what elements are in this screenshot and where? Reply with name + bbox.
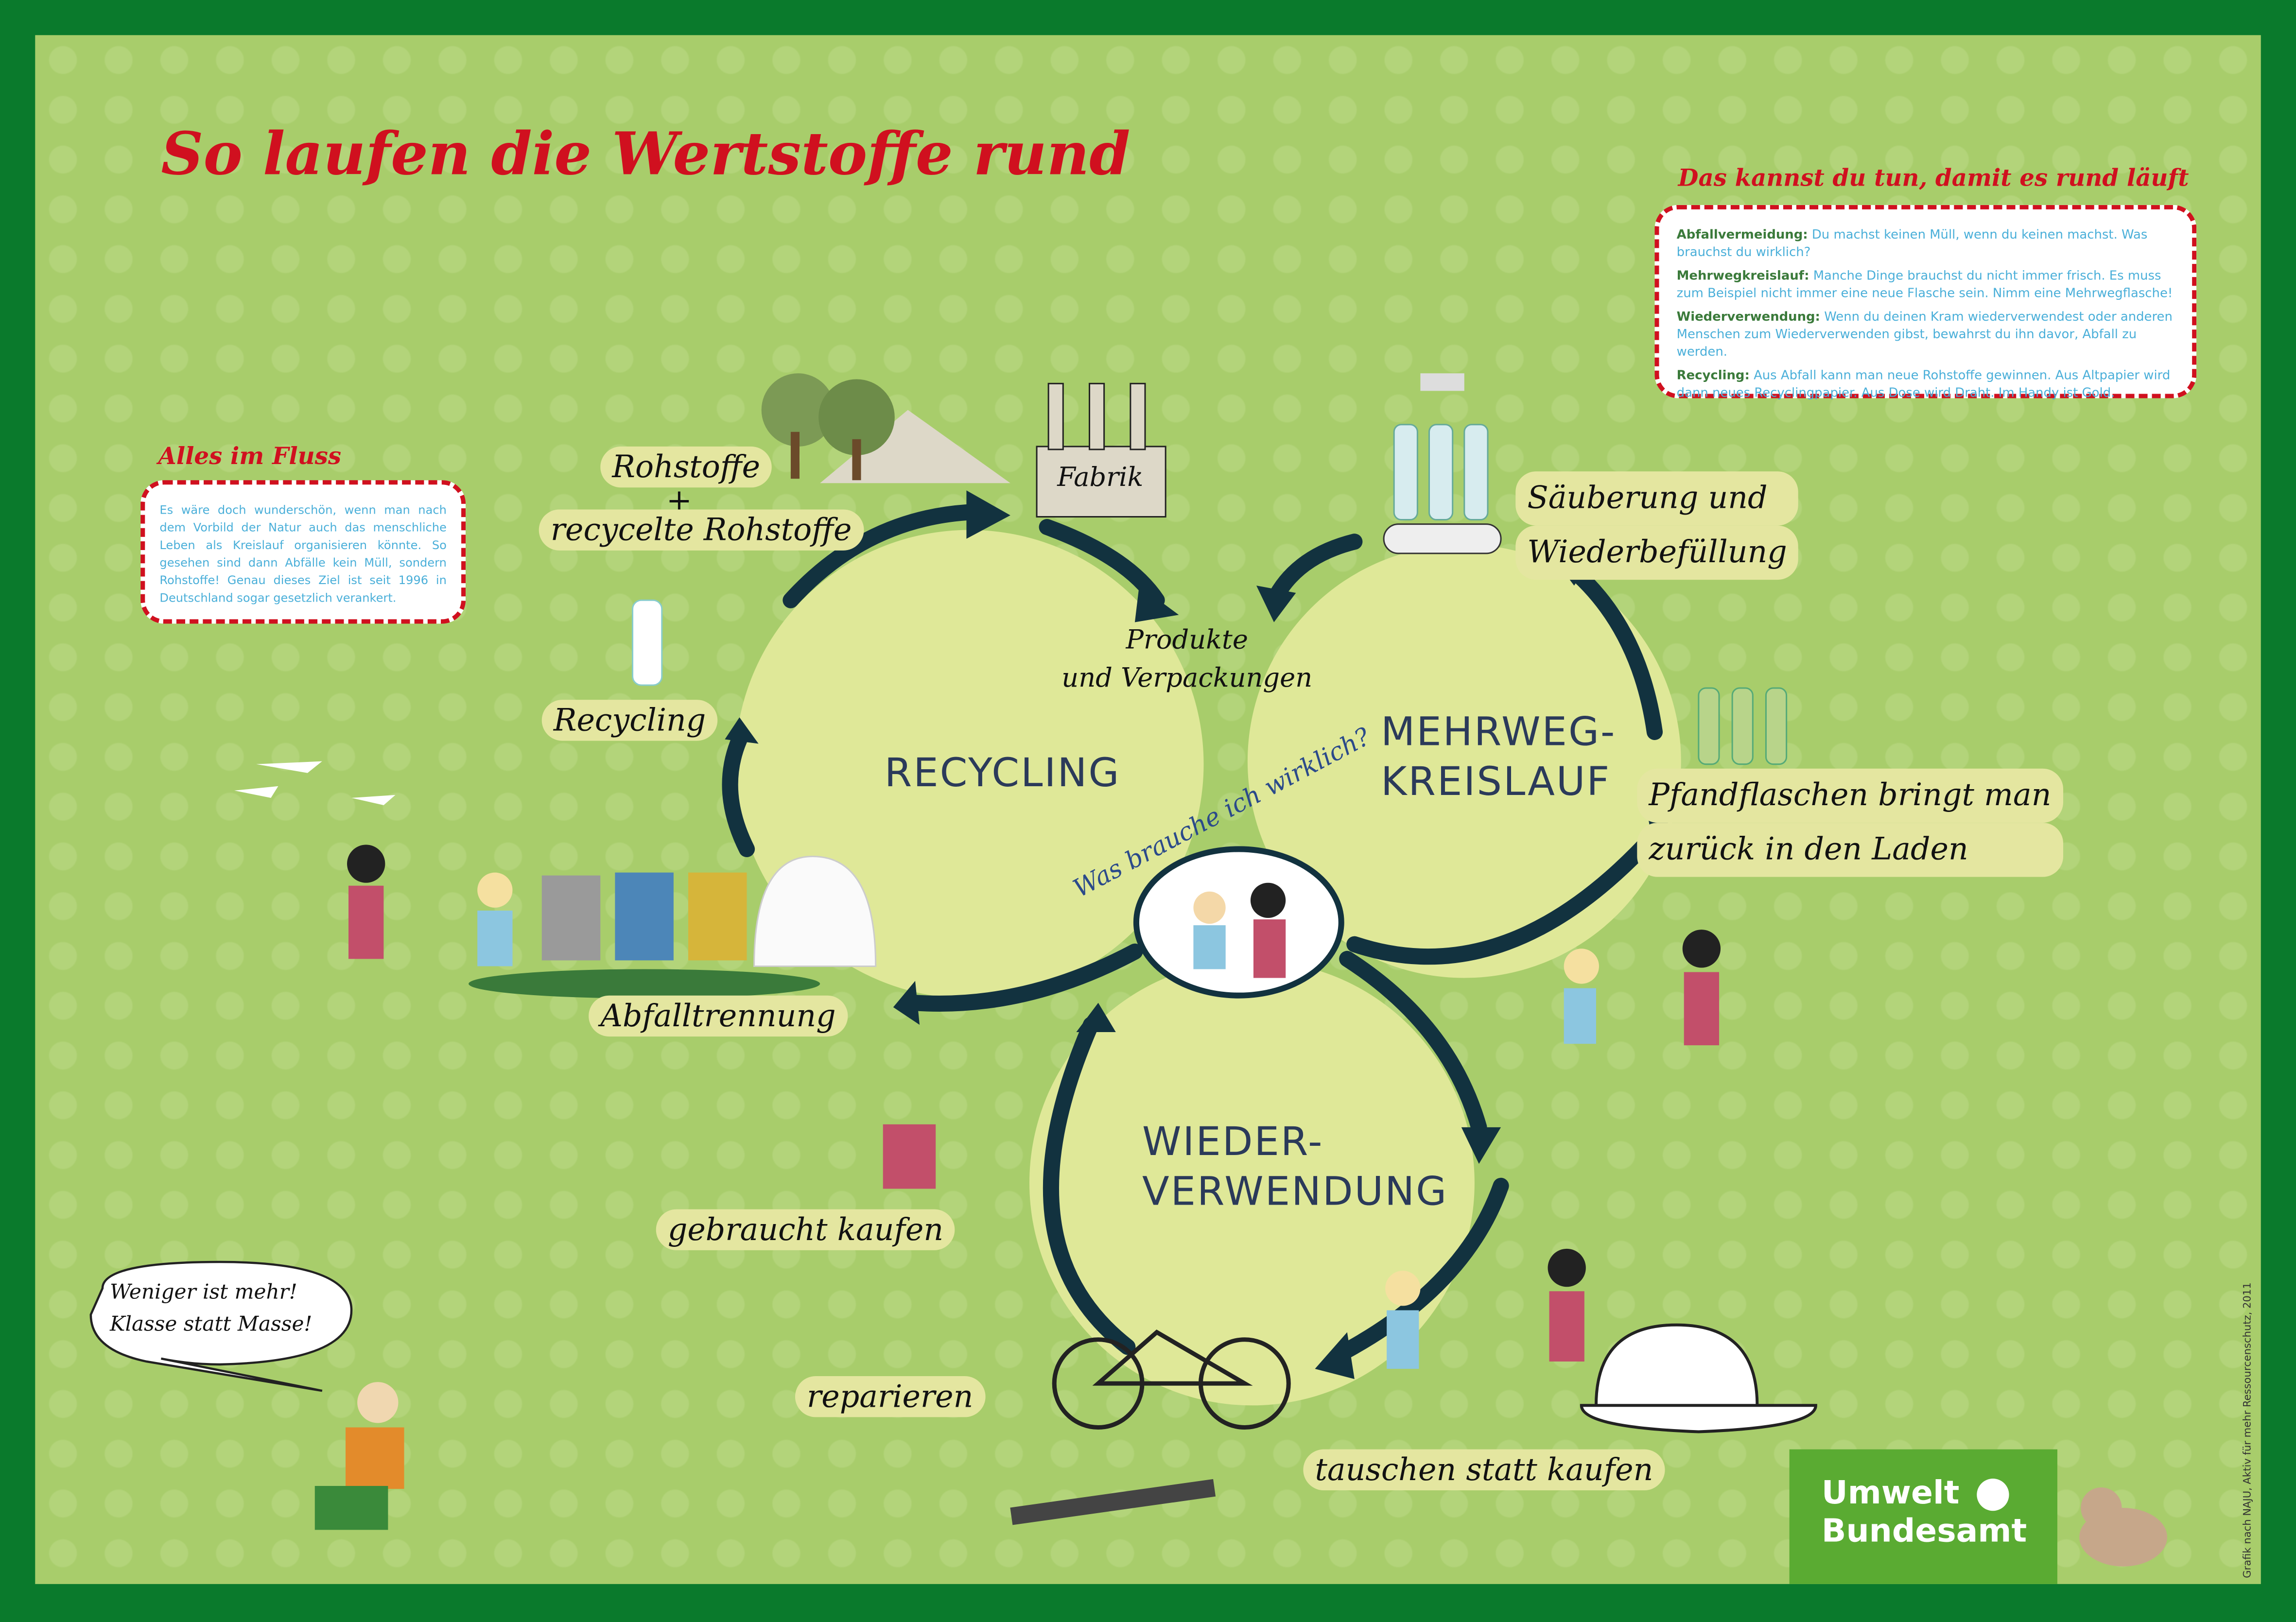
speech-text: Weniger ist mehr!Klasse statt Masse! [109, 1281, 313, 1337]
tools-icon [1010, 1479, 1216, 1525]
info-heading: Alles im Fluss [158, 442, 341, 470]
fabrik-label: Fabrik [1057, 463, 1144, 494]
trees-mountains-illustration [761, 373, 1010, 483]
cat-illustration [2079, 1487, 2167, 1567]
pfand-bottles-illustration [1698, 687, 1788, 765]
tips-heading: Das kannst du tun, damit es rund läuft [1678, 164, 2189, 192]
gebraucht-kaufen-label: gebraucht kaufen [656, 1209, 956, 1250]
arrow-to-shop [1346, 826, 1663, 965]
girl-icon [1250, 882, 1286, 918]
mehrweg-circle [1247, 544, 1681, 978]
hat-icon [1580, 1323, 1817, 1433]
factory-illustration [1036, 382, 1166, 518]
plastic-bottle-icon [632, 599, 663, 686]
recycelte-rohstoffe-label: recycelte Rohstoffe [539, 509, 864, 551]
speech-bubble [89, 1260, 353, 1392]
arrow-wieder-bottom [1332, 1177, 1509, 1363]
info-box: Es wäre doch wunderschön, wenn man nach … [140, 480, 466, 624]
tip-abfallvermeidung: Abfallvermeidung: Du machst keinen Müll,… [1676, 228, 2148, 261]
center-people-oval [1133, 846, 1344, 999]
info-text: Es wäre doch wunderschön, wenn man nach … [159, 503, 447, 605]
credit-text: Grafik nach NAJU, Aktiv für mehr Ressour… [2242, 1282, 2254, 1578]
abfalltrennung-label: Abfalltrennung [589, 995, 848, 1037]
arrow-recycling-left [722, 731, 755, 857]
tip-recycling: Recycling: Aus Abfall kann man neue Rohs… [1676, 369, 2171, 401]
child-icon [1193, 891, 1226, 924]
tip-wiederverwendung: Wiederverwendung: Wenn du deinen Kram wi… [1676, 310, 2173, 361]
shirt-icon [883, 1124, 936, 1189]
tauschen-label: tauschen statt kaufen [1303, 1449, 1665, 1491]
waste-bins-illustration [469, 855, 877, 999]
reparieren-label: reparieren [795, 1376, 985, 1417]
arrow-to-waste [907, 943, 1143, 1012]
page-title: So laufen die Wertstoffe rund [161, 120, 1131, 189]
rohstoffe-label: Rohstoffe [600, 446, 772, 488]
people-illustration [347, 845, 1721, 1369]
arrow-to-wieder [1339, 950, 1487, 1136]
bottles-conveyor-illustration [1383, 373, 1502, 554]
wiederverwendung-circle [1029, 960, 1475, 1406]
recycling-cycle-label: RECYCLING [884, 751, 1121, 796]
tree-logo-icon [1977, 1478, 2009, 1511]
arrow-wieder-left [1043, 1017, 1136, 1355]
tip-mehrwegkreislauf: Mehrwegkreislauf: Manche Dinge brauchst … [1676, 269, 2173, 302]
mehrweg-cycle-label: MEHRWEG-KREISLAUF [1381, 710, 1617, 806]
recycling-label: Recycling [541, 700, 718, 741]
tips-box: Abfallvermeidung: Du machst keinen Müll,… [1654, 205, 2197, 401]
arrow-fabrik-products [1039, 519, 1165, 608]
arrow-recycling-top [783, 504, 975, 608]
arrow-mehrweg-up [1566, 563, 1663, 740]
worker-illustration [314, 1382, 404, 1530]
wiederverwendung-cycle-label: WIEDER-VERWENDUNG [1142, 1120, 1448, 1215]
flying-papers-icon [234, 761, 396, 806]
bicycle-icon [1052, 1329, 1291, 1430]
